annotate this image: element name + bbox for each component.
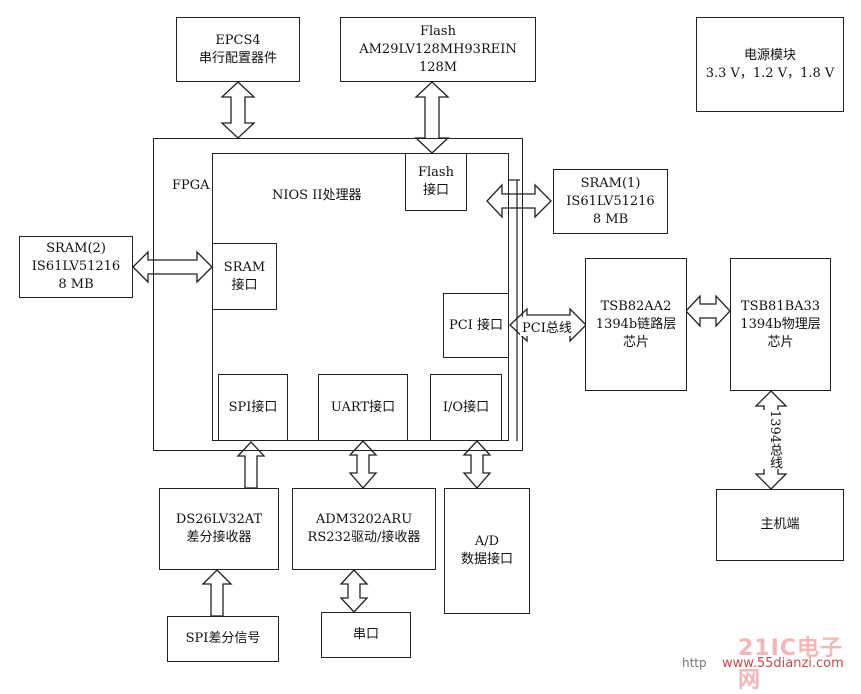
power-title: 电源模块 [743,47,796,63]
ds26-model: DS26LV32AT [175,512,263,527]
sram2-box: SRAM(2) IS61LV51216 8 MB [19,236,133,298]
sram2-title: SRAM(2) [46,241,106,256]
sram-if-line2: 接口 [231,277,258,293]
watermark-prefix: http [682,656,707,670]
sram1-title: SRAM(1) [580,175,641,191]
power-module-box: 电源模块 3.3 V，1.2 V，1.8 V [696,17,844,112]
sram1-box: SRAM(1) IS61LV51216 8 MB [553,169,668,234]
inner-bus-lines [509,179,520,441]
watermark-url: www.55dianzi.com [722,656,844,671]
adm-model: ADM3202ARU [315,512,413,527]
serial-label: 串口 [352,627,379,642]
pci-interface-box: PCI 接口 [443,293,509,358]
ds26-desc: 差分接收器 [186,530,252,545]
pci-bus-label: PCI总线 [520,317,574,336]
flash-size: 128M [418,59,458,75]
tsb81ba33-box: TSB81BA33 1394b物理层 芯片 [730,258,831,391]
sram1-size: 8 MB [592,211,629,227]
sram1-model: IS61LV51216 [566,193,655,209]
ad-interface-box: A/D 数据接口 [444,488,530,614]
epcs4-box: EPCS4 串行配置器件 [176,17,300,82]
ds26lv32at-box: DS26LV32AT 差分接收器 [159,488,279,570]
bus1394-label: 1394总线 [758,410,784,470]
spi-diff-label: SPI差分信号 [185,631,261,646]
host-label: 主机端 [760,517,800,532]
fpga-label: FPGA [172,178,210,193]
sram2-model: IS61LV51216 [31,259,121,274]
flash-if-line1: Flash [418,165,454,180]
epcs4-model: EPCS4 [215,32,261,48]
ad-title: A/D [474,534,500,549]
epcs4-desc: 串行配置器件 [198,50,277,66]
adm-desc: RS232驱动/接收器 [307,530,421,545]
sram-interface-box: SRAM 接口 [212,243,277,310]
tsb82-model: TSB82AA2 [600,298,672,314]
fpga-frame [153,138,523,451]
power-voltages: 3.3 V，1.2 V，1.8 V [705,65,835,81]
spi-interface-box: SPI接口 [218,374,288,441]
pci-if-label: PCI 接口 [449,317,503,333]
flash-box: Flash AM29LV128MH93REIN 128M [340,17,536,82]
nios-label: NIOS II处理器 [272,188,362,203]
flash-model: AM29LV128MH93REIN [359,41,517,57]
tsb81-desc: 1394b物理层 [740,316,821,332]
tsb82aa2-box: TSB82AA2 1394b链路层 芯片 [585,258,687,391]
sram2-size: 8 MB [58,277,94,292]
tsb81-model: TSB81BA33 [740,298,821,314]
spi-if-label: SPI接口 [228,399,278,415]
tsb82-desc: 1394b链路层 [595,316,677,332]
host-box: 主机端 [716,489,844,561]
sram-if-line1: SRAM [223,259,266,275]
uart-if-label: UART接口 [330,399,396,415]
flash-interface-box: Flash 接口 [405,153,467,211]
flash-if-line2: 接口 [422,183,449,198]
sram1-arrow [486,183,552,219]
io-if-label: I/O接口 [442,399,490,415]
flash-title: Flash [420,23,456,39]
adm3202aru-box: ADM3202ARU RS232驱动/接收器 [292,488,436,570]
tsb82-chip: 芯片 [622,334,649,350]
serial-port-box: 串口 [321,612,411,658]
spi-diff-signal-box: SPI差分信号 [167,616,279,662]
ad-desc: 数据接口 [460,552,513,567]
io-interface-box: I/O接口 [430,374,502,441]
tsb81-chip: 芯片 [767,334,794,350]
uart-interface-box: UART接口 [318,374,408,441]
block-diagram: FPGA NIOS II处理器 EPCS4 串行配置器件 Flash AM29L… [19,17,844,693]
